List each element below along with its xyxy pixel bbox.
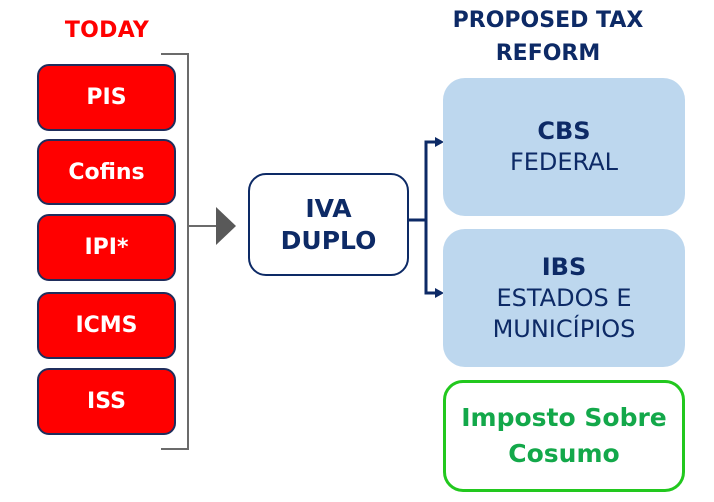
tax-box-pis: PIS bbox=[37, 64, 176, 131]
arrowhead-ibs-icon bbox=[435, 288, 444, 298]
ibs-name: IBS bbox=[541, 252, 587, 281]
tax-box-icms: ICMS bbox=[37, 292, 176, 359]
arrow-right-icon bbox=[216, 207, 236, 245]
ibs-scope-line2: MUNICÍPIOS bbox=[492, 314, 636, 343]
title-line2: REFORM bbox=[495, 41, 601, 66]
cbs-box: CBS FEDERAL bbox=[443, 78, 685, 216]
ibs-box: IBS ESTADOS E MUNICÍPIOS bbox=[443, 229, 685, 367]
iva-duplo-box: IVA DUPLO bbox=[248, 173, 409, 276]
consumption-tax-box: Imposto Sobre Cosumo bbox=[443, 380, 685, 492]
tax-box-iss: ISS bbox=[37, 368, 176, 435]
tax-box-cofins: Cofins bbox=[37, 139, 176, 205]
bracket-icon bbox=[161, 53, 189, 450]
iva-line1: IVA bbox=[305, 193, 352, 223]
today-label: TODAY bbox=[64, 18, 150, 43]
ibs-scope-line1: ESTADOS E bbox=[496, 283, 632, 312]
iva-line2: DUPLO bbox=[280, 225, 377, 255]
proposed-reform-title: PROPOSED TAX REFORM bbox=[420, 4, 676, 70]
cbs-name: CBS bbox=[537, 117, 591, 145]
arrow-shaft bbox=[189, 225, 217, 227]
title-line1: PROPOSED TAX bbox=[452, 8, 644, 33]
arrowhead-cbs-icon bbox=[435, 137, 444, 147]
consumption-line1: Imposto Sobre bbox=[461, 403, 667, 432]
tax-box-ipi: IPI* bbox=[37, 214, 176, 281]
cbs-scope: FEDERAL bbox=[509, 148, 619, 176]
consumption-line2: Cosumo bbox=[508, 439, 620, 468]
